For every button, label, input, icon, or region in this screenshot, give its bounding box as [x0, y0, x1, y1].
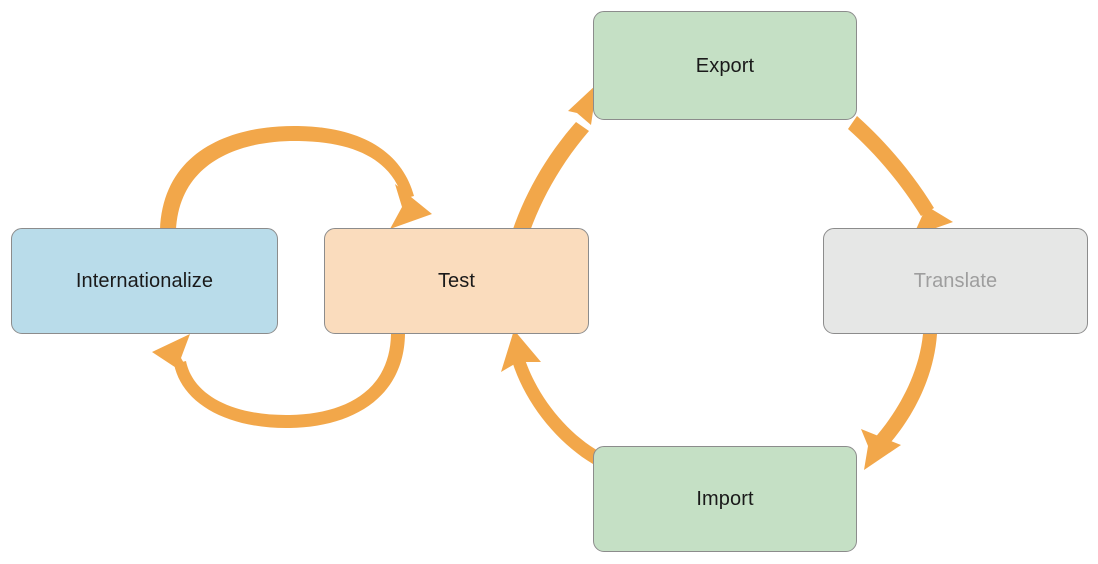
node-translate[interactable]: Translate: [823, 228, 1088, 334]
node-internationalize-label: Internationalize: [75, 270, 214, 292]
node-export-label: Export: [695, 54, 755, 77]
node-internationalize[interactable]: Internationalize: [11, 228, 278, 334]
node-translate-label: Translate: [913, 270, 998, 292]
node-import[interactable]: Import: [593, 446, 857, 552]
node-test-label: Test: [437, 270, 476, 292]
edge-test-to-internationalize: [152, 334, 405, 429]
edge-translate-to-import: [861, 334, 937, 470]
node-import-label: Import: [696, 488, 754, 510]
edge-internationalize-to-test: [160, 125, 432, 231]
node-export[interactable]: Export: [593, 11, 857, 120]
node-test[interactable]: Test: [324, 228, 589, 334]
edge-export-to-translate: [848, 116, 953, 236]
edge-import-to-test: [501, 330, 600, 464]
